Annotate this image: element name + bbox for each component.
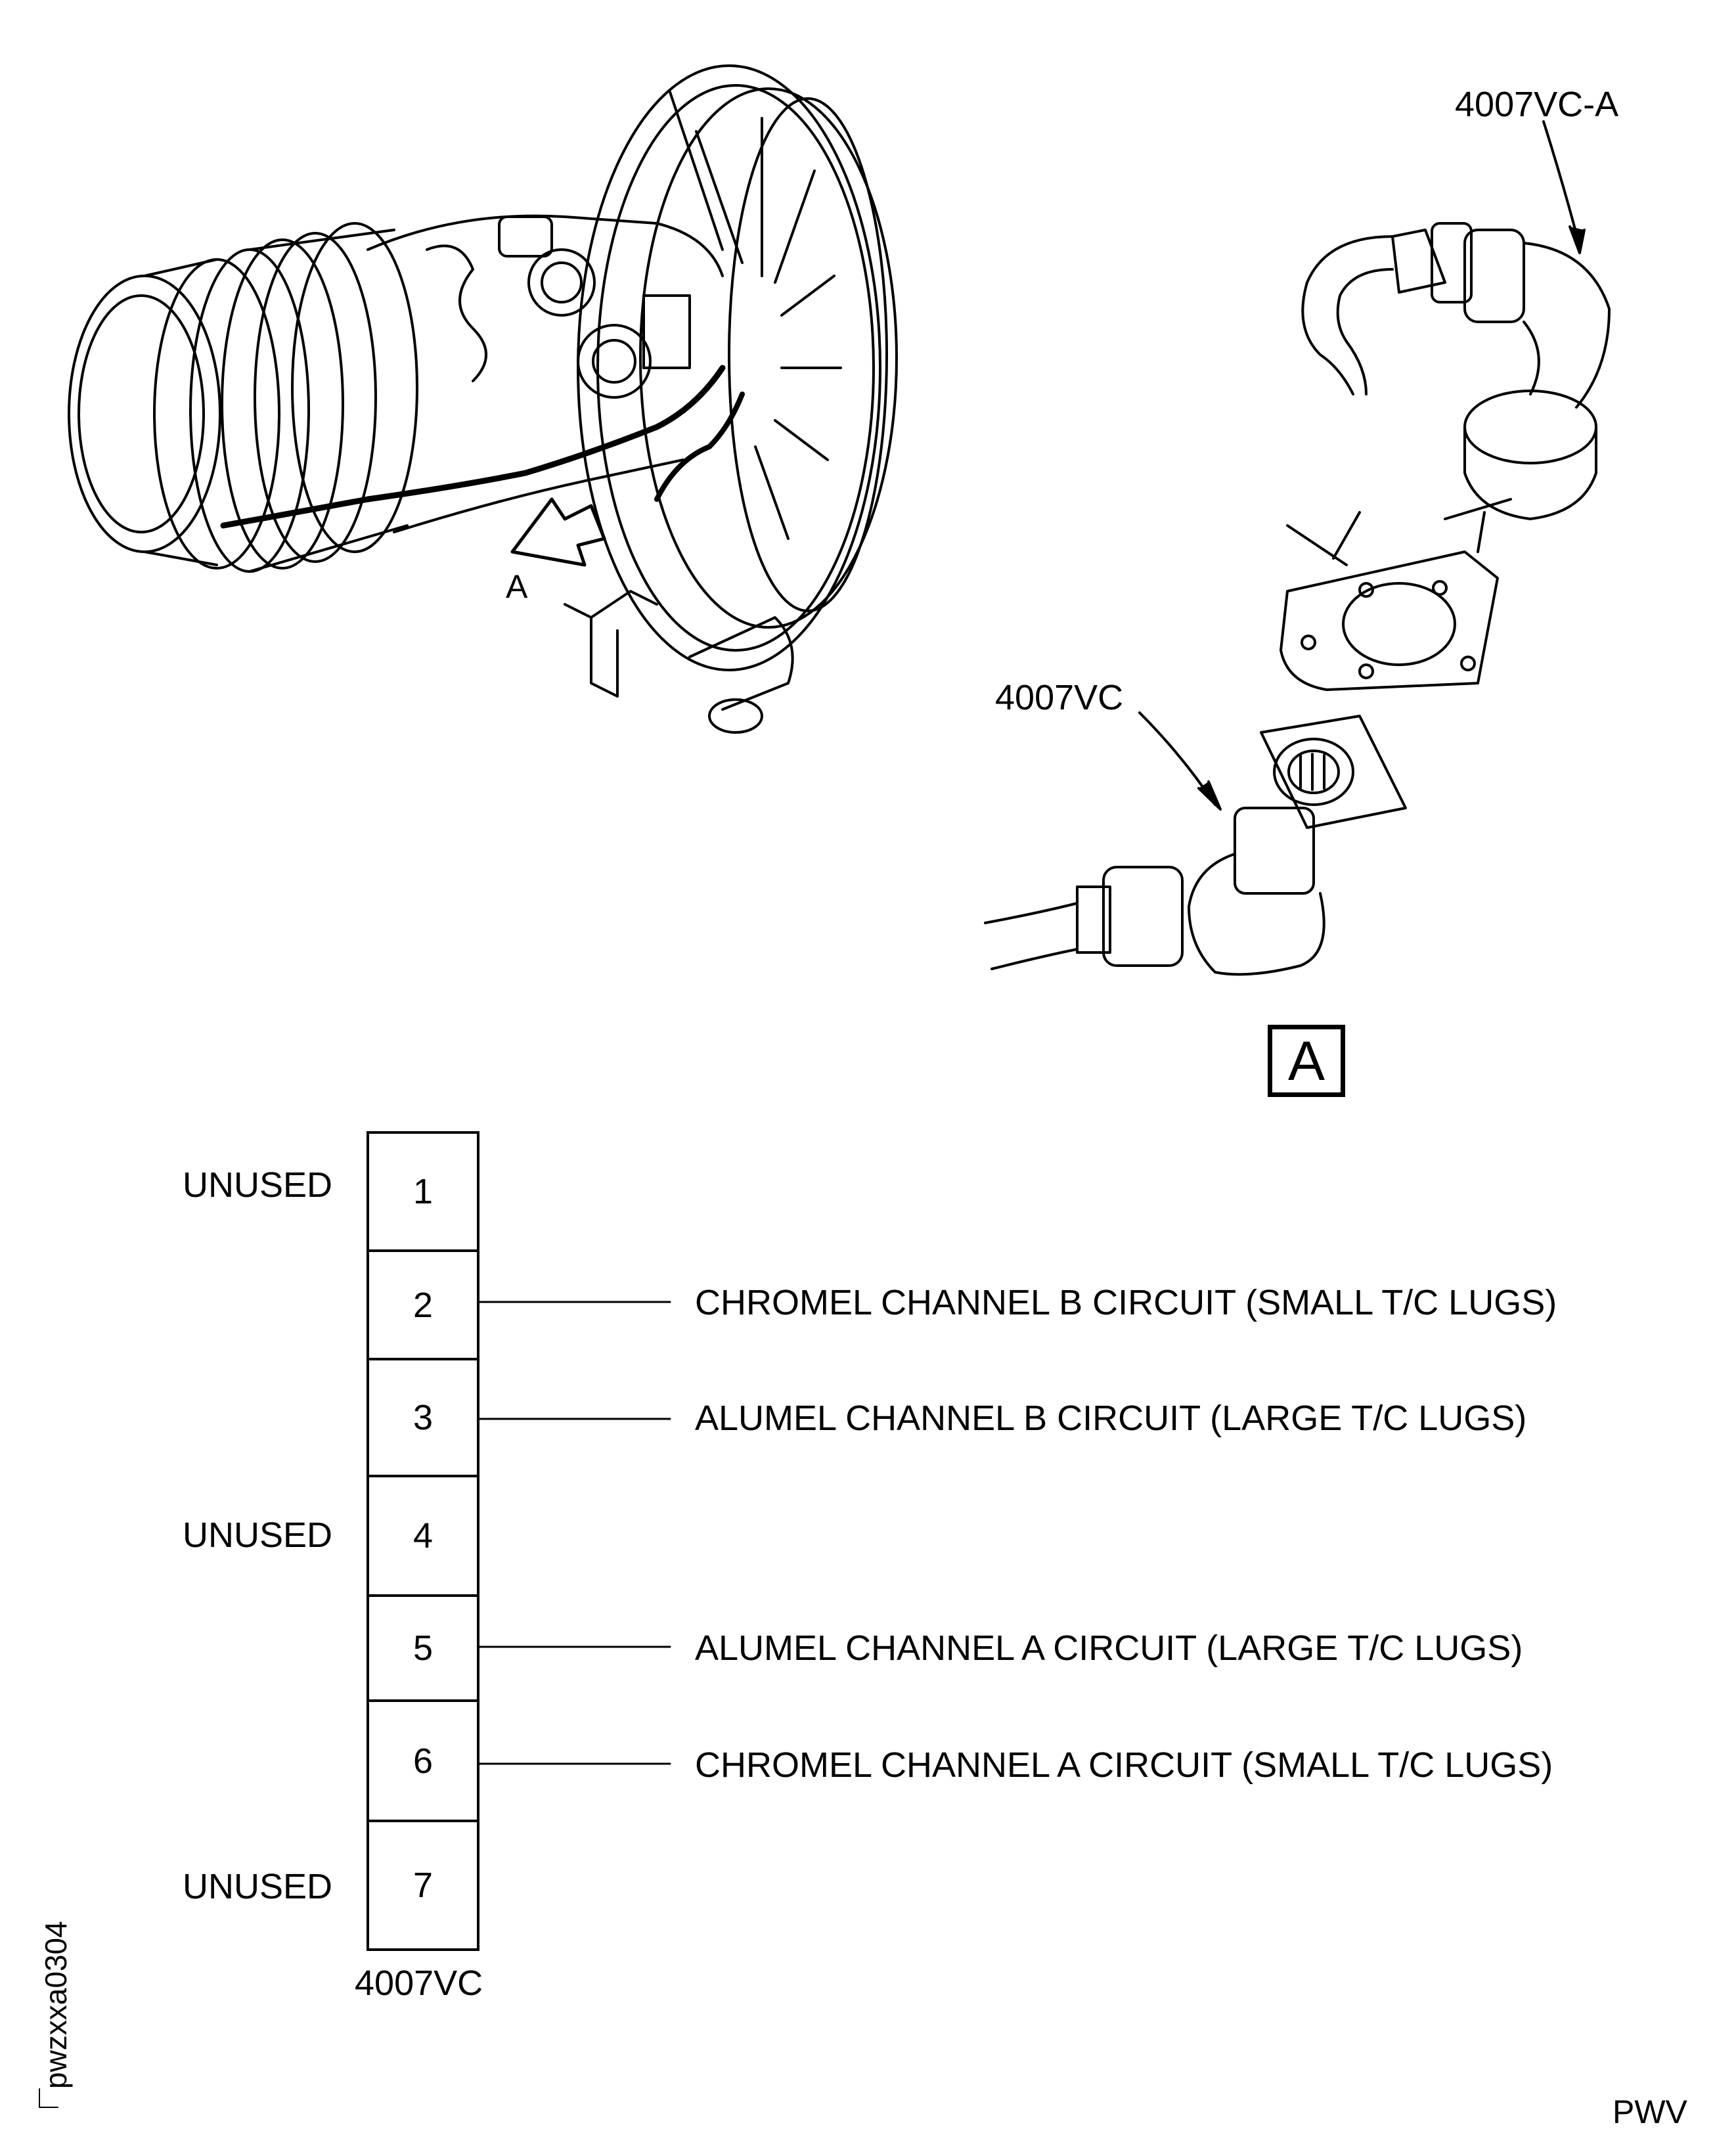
pin-number: 1 bbox=[412, 1172, 434, 1211]
pin-cell-2: 2 bbox=[369, 1252, 477, 1360]
pin-number: 7 bbox=[412, 1866, 434, 1905]
pin-number: 4 bbox=[412, 1516, 434, 1556]
pin-number: 6 bbox=[412, 1741, 434, 1781]
pinout-table: 1 2 3 4 5 6 7 bbox=[367, 1131, 479, 1951]
pin-cell-6: 6 bbox=[369, 1702, 477, 1822]
pin-1-side-label: UNUSED bbox=[183, 1165, 333, 1205]
pin-number: 3 bbox=[412, 1398, 434, 1437]
pin-cell-5: 5 bbox=[369, 1597, 477, 1702]
figure-id-corner-mark bbox=[39, 2088, 58, 2108]
pin-cell-3: 3 bbox=[369, 1360, 477, 1477]
pin-7-side-label: UNUSED bbox=[183, 1867, 333, 1906]
engine-view-callout: A bbox=[506, 568, 528, 605]
pin-2-circuit: CHROMEL CHANNEL B CIRCUIT (SMALL T/C LUG… bbox=[695, 1283, 1557, 1322]
connector-detail-illustration bbox=[984, 120, 1611, 976]
pinout-leader-lines bbox=[478, 1301, 671, 1765]
pin-cell-7: 7 bbox=[369, 1822, 477, 1948]
pin-cell-1: 1 bbox=[369, 1134, 477, 1252]
pin-6-circuit: CHROMEL CHANNEL A CIRCUIT (SMALL T/C LUG… bbox=[695, 1745, 1553, 1785]
detail-ref-label: A bbox=[1287, 1029, 1325, 1092]
pin-number: 5 bbox=[412, 1628, 434, 1668]
pin-cell-4: 4 bbox=[369, 1477, 477, 1597]
connector-top-callout: 4007VC-A bbox=[1455, 85, 1619, 124]
detail-ref-box: A bbox=[1268, 1025, 1345, 1097]
connector-bottom-callout: 4007VC bbox=[995, 678, 1124, 717]
publisher-code: PWV bbox=[1613, 2094, 1687, 2130]
figure-id: pwzxxa0304 bbox=[39, 1921, 73, 2089]
pin-number: 2 bbox=[412, 1285, 434, 1325]
pinout-connector-label: 4007VC bbox=[355, 1963, 483, 2003]
pin-4-side-label: UNUSED bbox=[183, 1515, 333, 1555]
engine-illustration bbox=[68, 64, 898, 734]
pin-3-circuit: ALUMEL CHANNEL B CIRCUIT (LARGE T/C LUGS… bbox=[695, 1399, 1527, 1438]
pin-5-circuit: ALUMEL CHANNEL A CIRCUIT (LARGE T/C LUGS… bbox=[695, 1628, 1523, 1668]
